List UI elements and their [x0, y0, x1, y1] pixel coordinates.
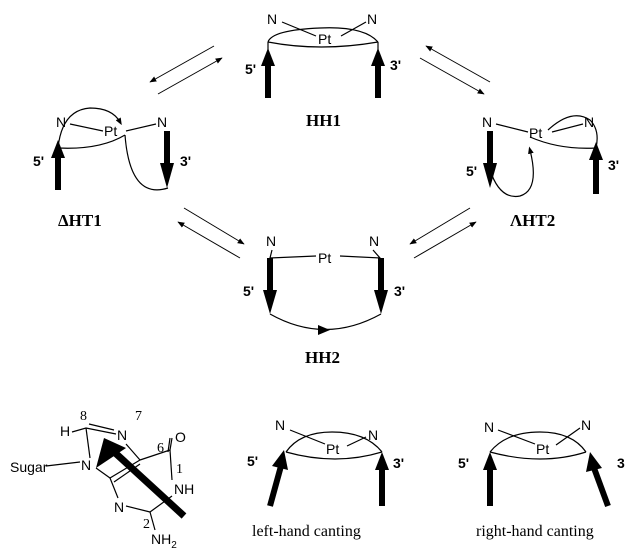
guanine-c8: 8 [80, 409, 87, 424]
guanine-structure: H 8 7 N 6 O 1 NH N N 2 NH2 Sugar [10, 409, 194, 548]
dht1-complex: N N Pt 5' 3' ΔHT1 [33, 107, 191, 230]
dht1-five-prime: 5' [33, 153, 44, 169]
equilibrium-dht1-hh2 [177, 207, 245, 259]
laht2-five-prime: 5' [466, 163, 477, 179]
rhc-three-prime: 3 [617, 455, 625, 471]
right-hand-canting: N N Pt 5' 3 right-hand canting [458, 417, 625, 540]
hh2-three-prime: 3' [394, 283, 405, 299]
equilibrium-laht2-hh2 [409, 207, 477, 259]
hh1-base-arrow-right [371, 48, 385, 66]
rhc-n-right: N [581, 417, 591, 433]
guanine-o: O [175, 429, 186, 445]
hh2-pt: Pt [318, 250, 331, 266]
dht1-base-arrow-up [51, 140, 65, 158]
guanine-h: H [60, 423, 70, 439]
hh2-n-left: N [266, 233, 276, 249]
dht1-three-prime: 3' [180, 153, 191, 169]
guanine-n3: N [114, 499, 124, 515]
hh2-curve-bottom [269, 313, 382, 331]
hh2-five-prime: 5' [243, 283, 254, 299]
hh2-n-right: N [369, 233, 379, 249]
hh2-label: HH2 [305, 348, 340, 367]
hh1-n-left: N [267, 11, 277, 27]
laht2-pt: Pt [529, 125, 542, 141]
dht1-label: ΔHT1 [58, 211, 102, 230]
hh1-pt: Pt [318, 31, 331, 47]
equilibrium-hh1-dht1 [149, 45, 223, 95]
laht2-n-left: N [482, 114, 492, 130]
laht2-curve-top [547, 115, 598, 149]
hh1-ring-top [267, 27, 379, 43]
equilibrium-hh1-laht2 [419, 45, 491, 95]
guanine-sugar: Sugar [10, 459, 48, 475]
laht2-curve-left [489, 146, 534, 198]
guanine-nh2: NH2 [151, 531, 177, 548]
laht2-base-arrow-down [487, 131, 493, 165]
hh1-label: HH1 [306, 111, 341, 130]
lhc-five-prime: 5' [247, 453, 258, 469]
lhc-n-right: N [368, 427, 378, 443]
laht2-complex: N N Pt 5' 3' ΛHT2 [466, 114, 619, 230]
laht2-base-arrow-up [589, 142, 603, 160]
lhc-arrow-left [272, 450, 288, 470]
hh1-base-arrow-left [261, 48, 275, 66]
hh1-n-right: N [367, 11, 377, 27]
guanine-n1: 1 [176, 462, 183, 477]
hh2-base-arrow-right [378, 258, 384, 292]
dht1-curve-top [57, 107, 122, 149]
lhc-pt: Pt [326, 441, 339, 457]
guanine-n7: 7 [135, 409, 142, 424]
guanine-nh: NH [174, 481, 194, 497]
rhc-pt: Pt [536, 441, 549, 457]
laht2-n-right: N [584, 114, 594, 130]
lhc-three-prime: 3' [393, 455, 404, 471]
hh1-bond-left [281, 21, 317, 37]
rhc-arrow-right [586, 452, 602, 472]
dht1-base-arrow-down [164, 131, 170, 165]
hh1-complex: N N Pt 5' 3' HH1 [245, 11, 401, 130]
laht2-label: ΛHT2 [510, 211, 555, 230]
rhc-caption: right-hand canting [476, 523, 594, 540]
rhc-arrow-left [483, 452, 497, 470]
rhc-n-left: N [484, 419, 494, 435]
lhc-n-left: N [275, 417, 285, 433]
laht2-three-prime: 3' [608, 157, 619, 173]
guanine-n9: N [81, 457, 91, 473]
hh2-base-arrow-left [267, 258, 273, 292]
lhc-caption: left-hand canting [252, 523, 361, 540]
dht1-curve-right [124, 134, 169, 191]
hh1-five-prime: 5' [245, 61, 256, 77]
rhc-five-prime: 5' [458, 455, 469, 471]
left-hand-canting: N N Pt 5' 3' left-hand canting [247, 417, 404, 540]
hh1-ring-bottom [267, 41, 379, 48]
hh2-complex: N N Pt 5' 3' HH2 [243, 233, 405, 367]
dht1-n-right: N [157, 114, 167, 130]
dht1-pt: Pt [104, 123, 117, 139]
guanine-c6: 6 [157, 441, 164, 456]
hh1-three-prime: 3' [390, 57, 401, 73]
guanine-n7-atom: N [117, 427, 127, 443]
lhc-arrow-right [375, 452, 389, 470]
hh1-bond-right [340, 21, 367, 37]
dht1-n-left: N [56, 114, 66, 130]
guanine-c2: 2 [143, 517, 150, 532]
